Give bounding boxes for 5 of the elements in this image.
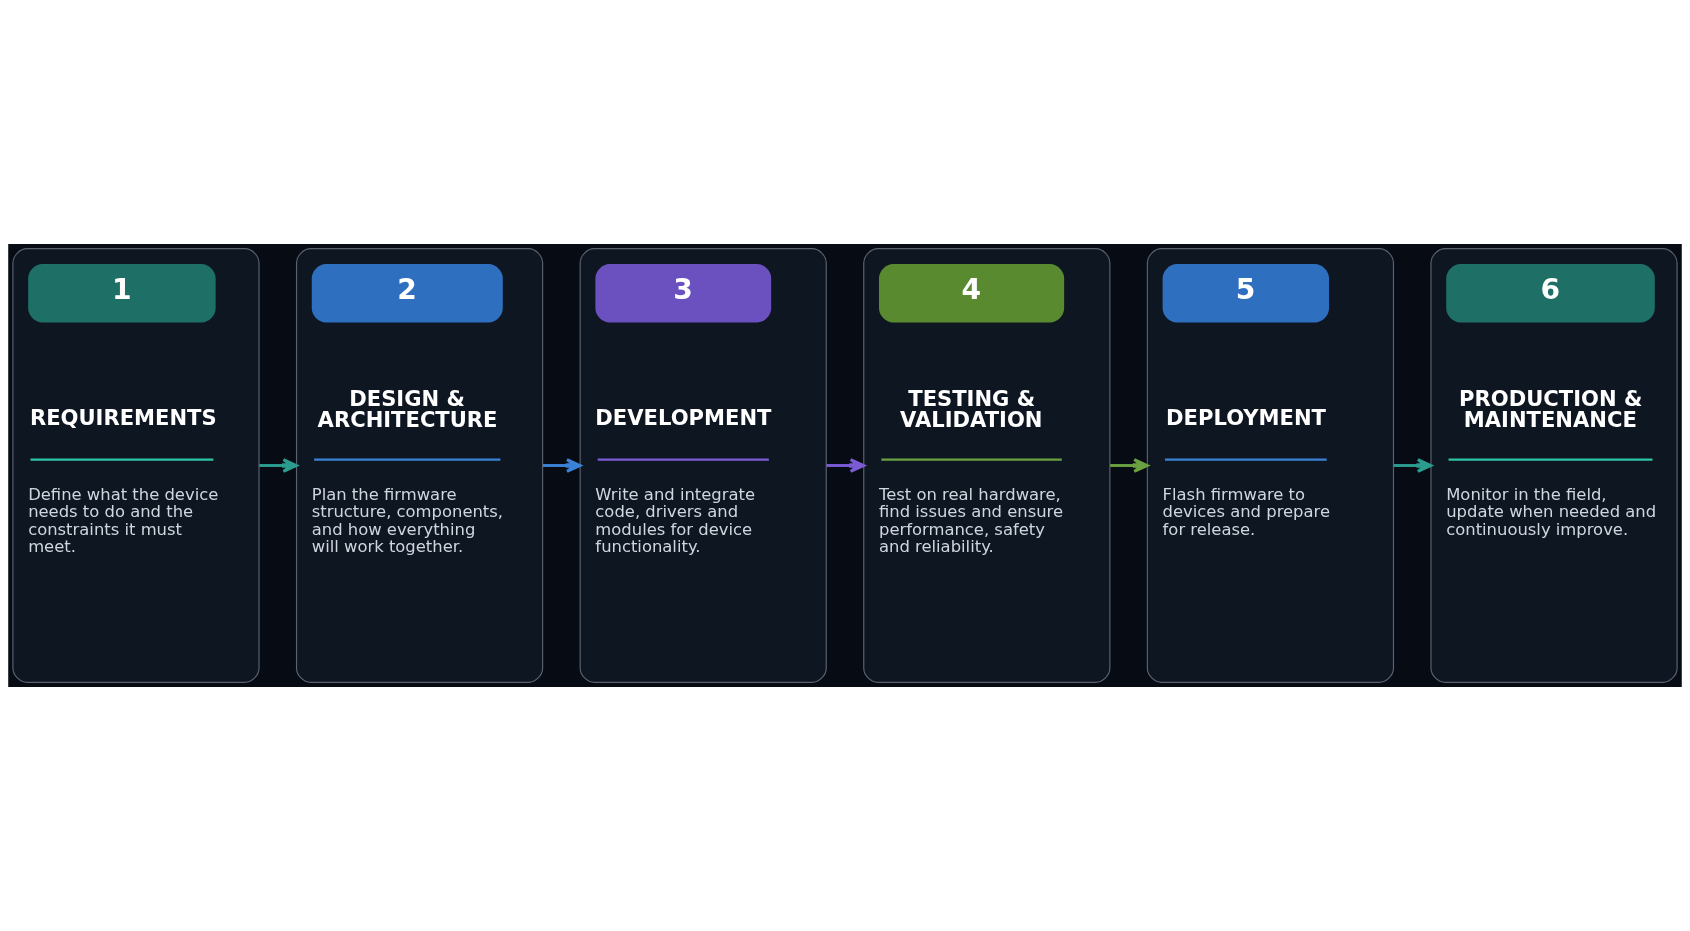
arrow [1110, 458, 1149, 473]
arrow [259, 458, 298, 473]
arrow [1393, 458, 1433, 473]
arrow [542, 458, 582, 473]
arrow [826, 458, 866, 473]
